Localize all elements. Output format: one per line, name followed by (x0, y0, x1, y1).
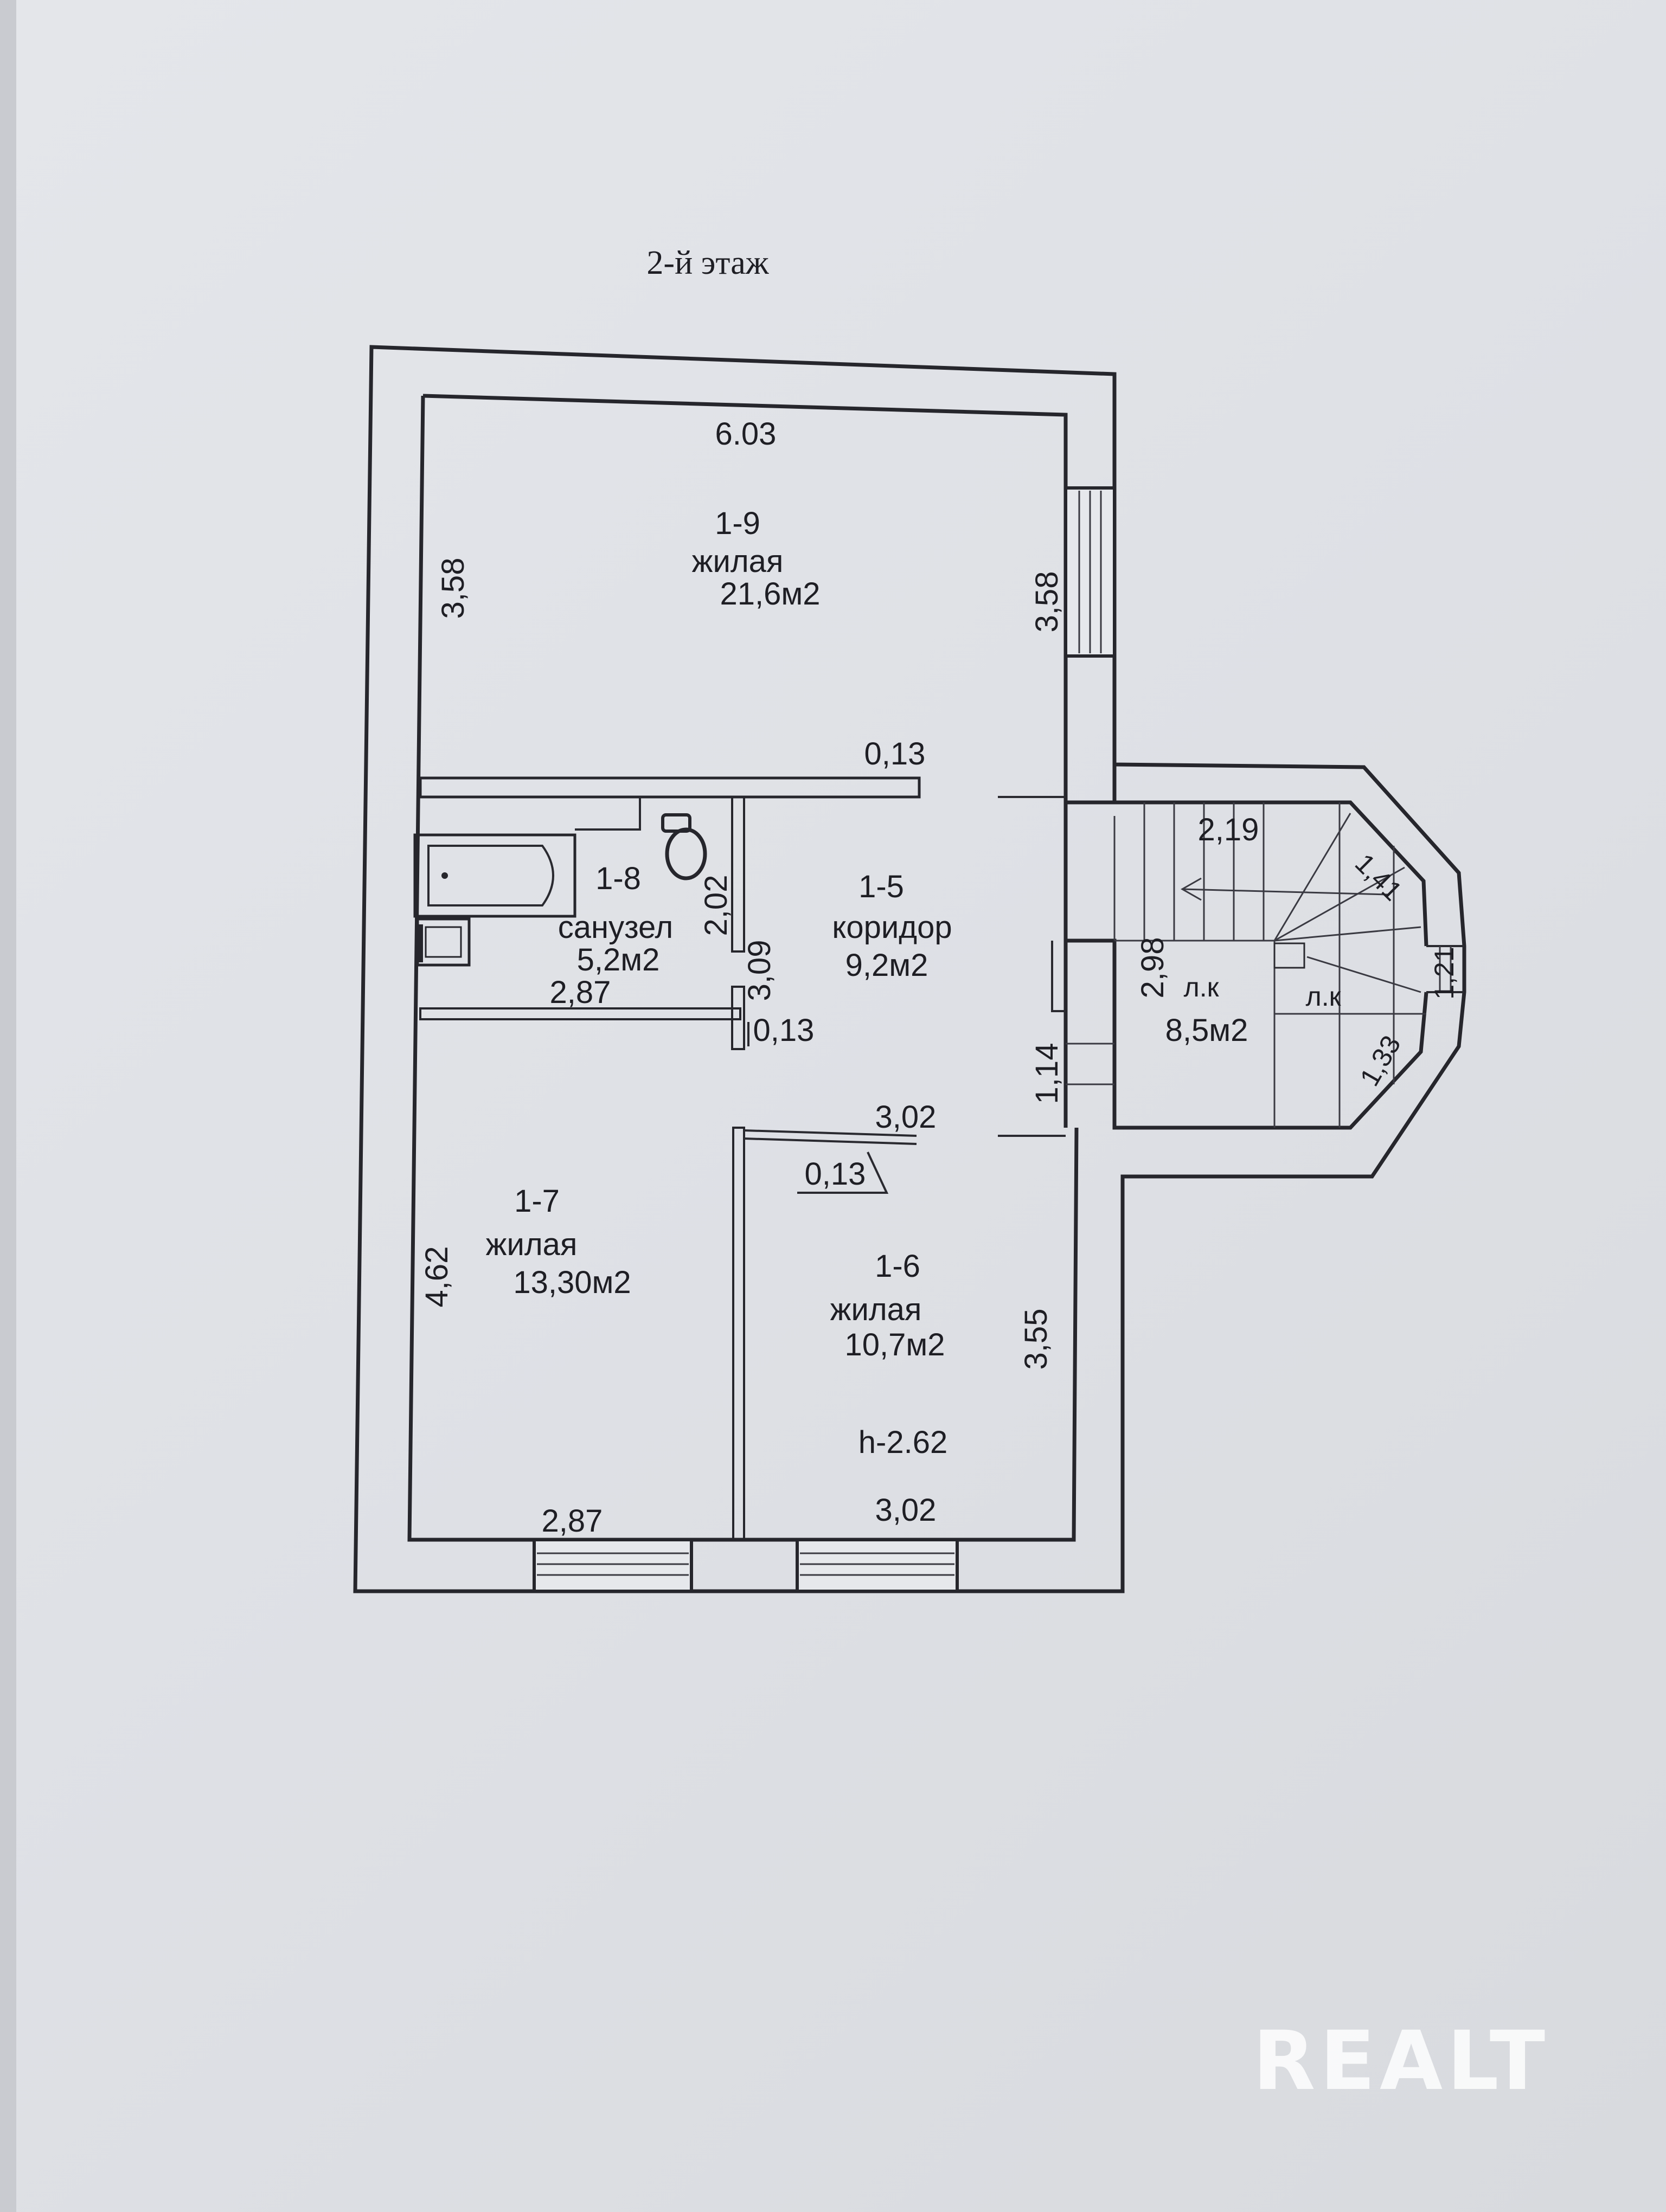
dim-corridor-side: 1,14 (1029, 1043, 1065, 1104)
room-1-8-type: санузел (558, 910, 673, 945)
room-1-5-area: 9,2м2 (845, 948, 928, 983)
room-1-6-type: жилая (830, 1292, 922, 1327)
window-bottom-right (796, 1538, 959, 1593)
room-1-8: 1-8 санузел 5,2м2 (558, 861, 673, 978)
room-1-5: 1-5 коридор 9,2м2 (832, 869, 952, 983)
dim-wall-mid: 0,13 (753, 1013, 815, 1048)
bathtub-icon (413, 833, 576, 918)
dim-r16-top: 3,02 (875, 1099, 937, 1135)
window-bottom-left (533, 1538, 693, 1593)
sink-icon (416, 917, 471, 967)
dim-r17-bottom: 2,87 (542, 1503, 603, 1539)
dim-r19-right: 3,58 (1029, 571, 1065, 633)
dim-bath-full: 3,09 (742, 940, 777, 1001)
ceiling-height: h-2.62 (858, 1425, 947, 1460)
dim-wall-low-leader (797, 1152, 889, 1194)
room-1-9-type: жилая (692, 544, 784, 579)
room-1-5-type: коридор (832, 910, 952, 945)
dim-wall-top: 0,13 (864, 736, 926, 771)
floor-title: 2-й этаж (646, 245, 769, 281)
room-stairs: л.к л.к 8,5м2 (1165, 972, 1342, 1048)
dim-stair-width: 2,19 (1198, 812, 1259, 847)
room-1-6: 1-6 жилая 10,7м2 (830, 1249, 945, 1362)
room-1-9-id: 1-9 (715, 506, 760, 541)
room-1-5-id: 1-5 (858, 869, 904, 904)
room-1-7-area: 13,30м2 (513, 1265, 631, 1300)
partitions (419, 776, 1114, 1541)
dim-r19-left: 3,58 (435, 558, 471, 619)
dim-bath-height: 2,02 (699, 875, 734, 936)
dimensions: 6.03 3,58 3,58 0,13 2,02 3,09 2,87 0,13 … (419, 416, 1459, 1539)
room-1-6-area: 10,7м2 (844, 1327, 945, 1362)
dim-r16-height: 3,55 (1018, 1309, 1054, 1370)
dim-r17-height: 4,62 (419, 1246, 454, 1308)
staircase (1113, 802, 1426, 1128)
dim-wall-low: 0,13 (805, 1156, 866, 1192)
stairs-type-right: л.к (1306, 981, 1342, 1012)
sheet-edge (0, 0, 16, 2212)
window-right (1064, 486, 1116, 658)
dim-top-width: 6.03 (715, 416, 777, 452)
room-1-7-id: 1-7 (514, 1184, 560, 1219)
room-1-7: 1-7 жилая 13,30м2 (486, 1184, 631, 1300)
room-1-9: 1-9 жилая 21,6м2 (692, 506, 821, 612)
dim-stair-height: 2,98 (1135, 937, 1170, 999)
room-1-9-area: 21,6м2 (720, 576, 820, 612)
realt-watermark-logo: REALT (1253, 2014, 1550, 2108)
dim-stair-low: 1,33 (1354, 1030, 1407, 1091)
dim-bath-width: 2,87 (550, 975, 611, 1010)
room-1-7-type: жилая (486, 1227, 578, 1262)
room-1-6-id: 1-6 (875, 1249, 920, 1284)
room-1-8-id: 1-8 (595, 861, 641, 896)
toilet-icon (661, 813, 707, 880)
room-1-8-area: 5,2м2 (577, 942, 660, 978)
dim-r16-bottom: 3,02 (875, 1493, 937, 1528)
dim-stair-door: 1,21 (1429, 947, 1459, 999)
stairs-type-left: л.к (1184, 972, 1220, 1002)
stairs-area: 8,5м2 (1165, 1013, 1248, 1048)
